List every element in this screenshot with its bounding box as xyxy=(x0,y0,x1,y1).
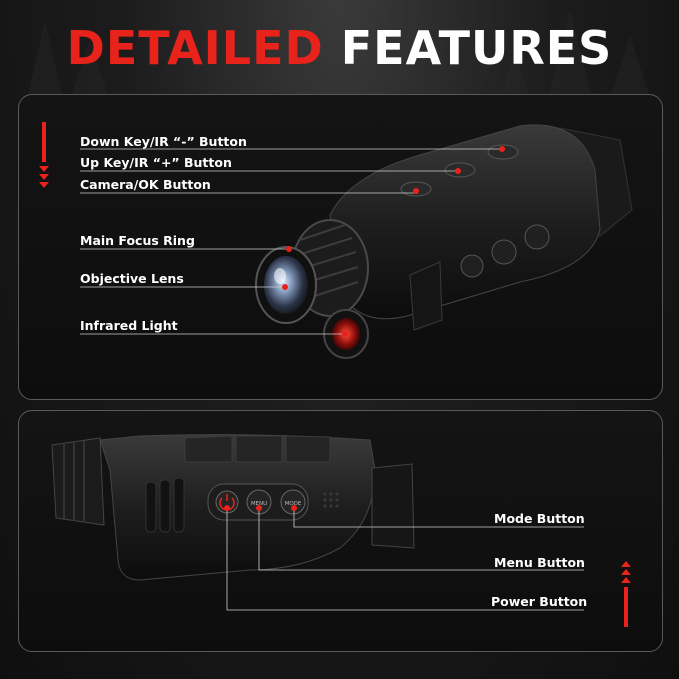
title-features: FEATURES xyxy=(340,21,613,75)
label-up-key: Up Key/IR “+” Button xyxy=(80,155,232,170)
label-down-key: Down Key/IR “-” Button xyxy=(80,134,247,149)
label-camera-ok: Camera/OK Button xyxy=(80,177,211,192)
label-objective-lens: Objective Lens xyxy=(80,271,184,286)
device-menu-text: MENU xyxy=(251,501,267,507)
monocular-front-view xyxy=(255,124,633,359)
label-menu-button: Menu Button xyxy=(494,555,585,570)
down-arrow-indicator xyxy=(39,122,49,188)
top-callout-lines xyxy=(80,148,500,335)
page-title: DETAILED FEATURES xyxy=(0,20,679,76)
device-mode-text: MODE xyxy=(285,501,302,507)
top-callout-dots xyxy=(282,146,505,337)
label-mode-button: Mode Button xyxy=(494,511,585,526)
bottom-callout-lines xyxy=(226,506,584,611)
monocular-side-view xyxy=(51,434,415,581)
bottom-callout-dots xyxy=(224,505,297,511)
title-detailed: DETAILED xyxy=(66,21,324,75)
mode-button-icon[interactable] xyxy=(280,489,306,515)
label-infrared-light: Infrared Light xyxy=(80,318,178,333)
label-power-button: Power Button xyxy=(491,594,588,609)
up-arrow-indicator xyxy=(621,561,631,627)
label-focus-ring: Main Focus Ring xyxy=(80,233,195,248)
